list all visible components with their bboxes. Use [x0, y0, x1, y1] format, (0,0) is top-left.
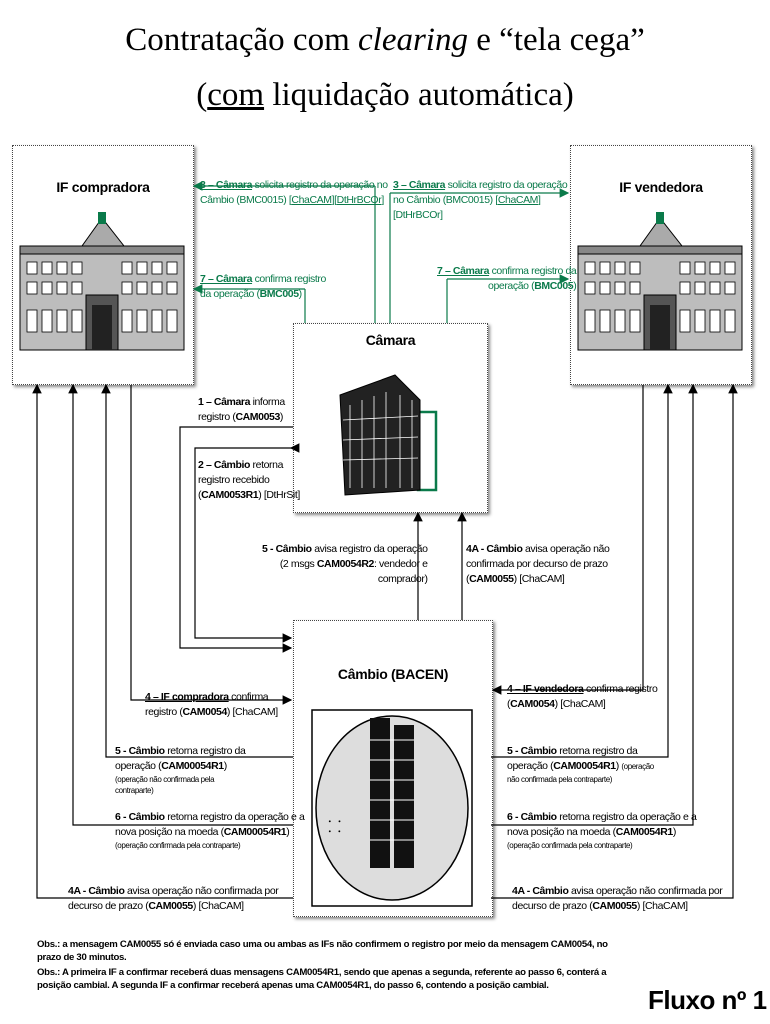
msg-1: 1 – Câmara informa registro (CAM0053): [198, 396, 285, 423]
msg-5-seller: 5 - Câmbio retorna registro da operação …: [507, 745, 654, 784]
buyer-bank-building-icon: [19, 212, 185, 351]
seller-bank-building-icon: [577, 212, 743, 351]
msg-4-seller: 4 – IF vendedora confirma registro (CAM0…: [507, 683, 658, 710]
msg-5-camara: 5 - Câmbio avisa registro da operação (2…: [262, 543, 428, 585]
camara-building-icon: [339, 374, 438, 496]
flow-number-label: Fluxo nº 1: [648, 985, 767, 1015]
bacen-logo-icon: ⸬: [311, 709, 473, 907]
page-subtitle: (com liquidação automática): [196, 77, 574, 113]
page-title: Contratação com clearing e “tela cega”: [125, 22, 645, 58]
msg-4a-seller: 4A - Câmbio avisa operação não confirmad…: [512, 885, 723, 912]
msg-6-buyer: 6 - Câmbio retorna registro da operação …: [115, 811, 305, 850]
note-2: Obs.: A primeira IF a confirmar receberá…: [37, 967, 607, 991]
seller-label: IF vendedora: [619, 179, 703, 195]
msg-4a-buyer: 4A - Câmbio avisa operação não confirmad…: [68, 885, 279, 912]
notes: Obs.: a mensagem CAM0055 só é enviada ca…: [37, 938, 627, 992]
buyer-label: IF compradora: [56, 179, 150, 195]
cambio-label: Câmbio (BACEN): [337, 666, 449, 682]
msg-3-left: 3 – Câmara solicita registro da operação…: [200, 179, 388, 206]
note-1: Obs.: a mensagem CAM0055 só é enviada ca…: [37, 939, 608, 963]
msg-4-buyer: 4 – IF compradora confirma registro (CAM…: [145, 691, 278, 718]
camara-label: Câmara: [365, 332, 416, 348]
msg-3-right: 3 – Câmara solicita registro da operação…: [393, 179, 568, 221]
msg-6-seller: 6 - Câmbio retorna registro da operação …: [507, 811, 697, 850]
svg-text:⸬: ⸬: [328, 817, 341, 836]
msg-2: 2 – Câmbio retorna registro recebido (CA…: [198, 459, 300, 501]
msg-7-right: 7 – Câmara confirma registro da operação…: [437, 265, 577, 292]
msg-7-left: 7 – Câmara confirma registro da operação…: [200, 273, 326, 300]
msg-4a-camara: 4A - Câmbio avisa operação não confirmad…: [466, 543, 610, 585]
msg-5-buyer: 5 - Câmbio retorna registro da operação …: [115, 745, 246, 795]
